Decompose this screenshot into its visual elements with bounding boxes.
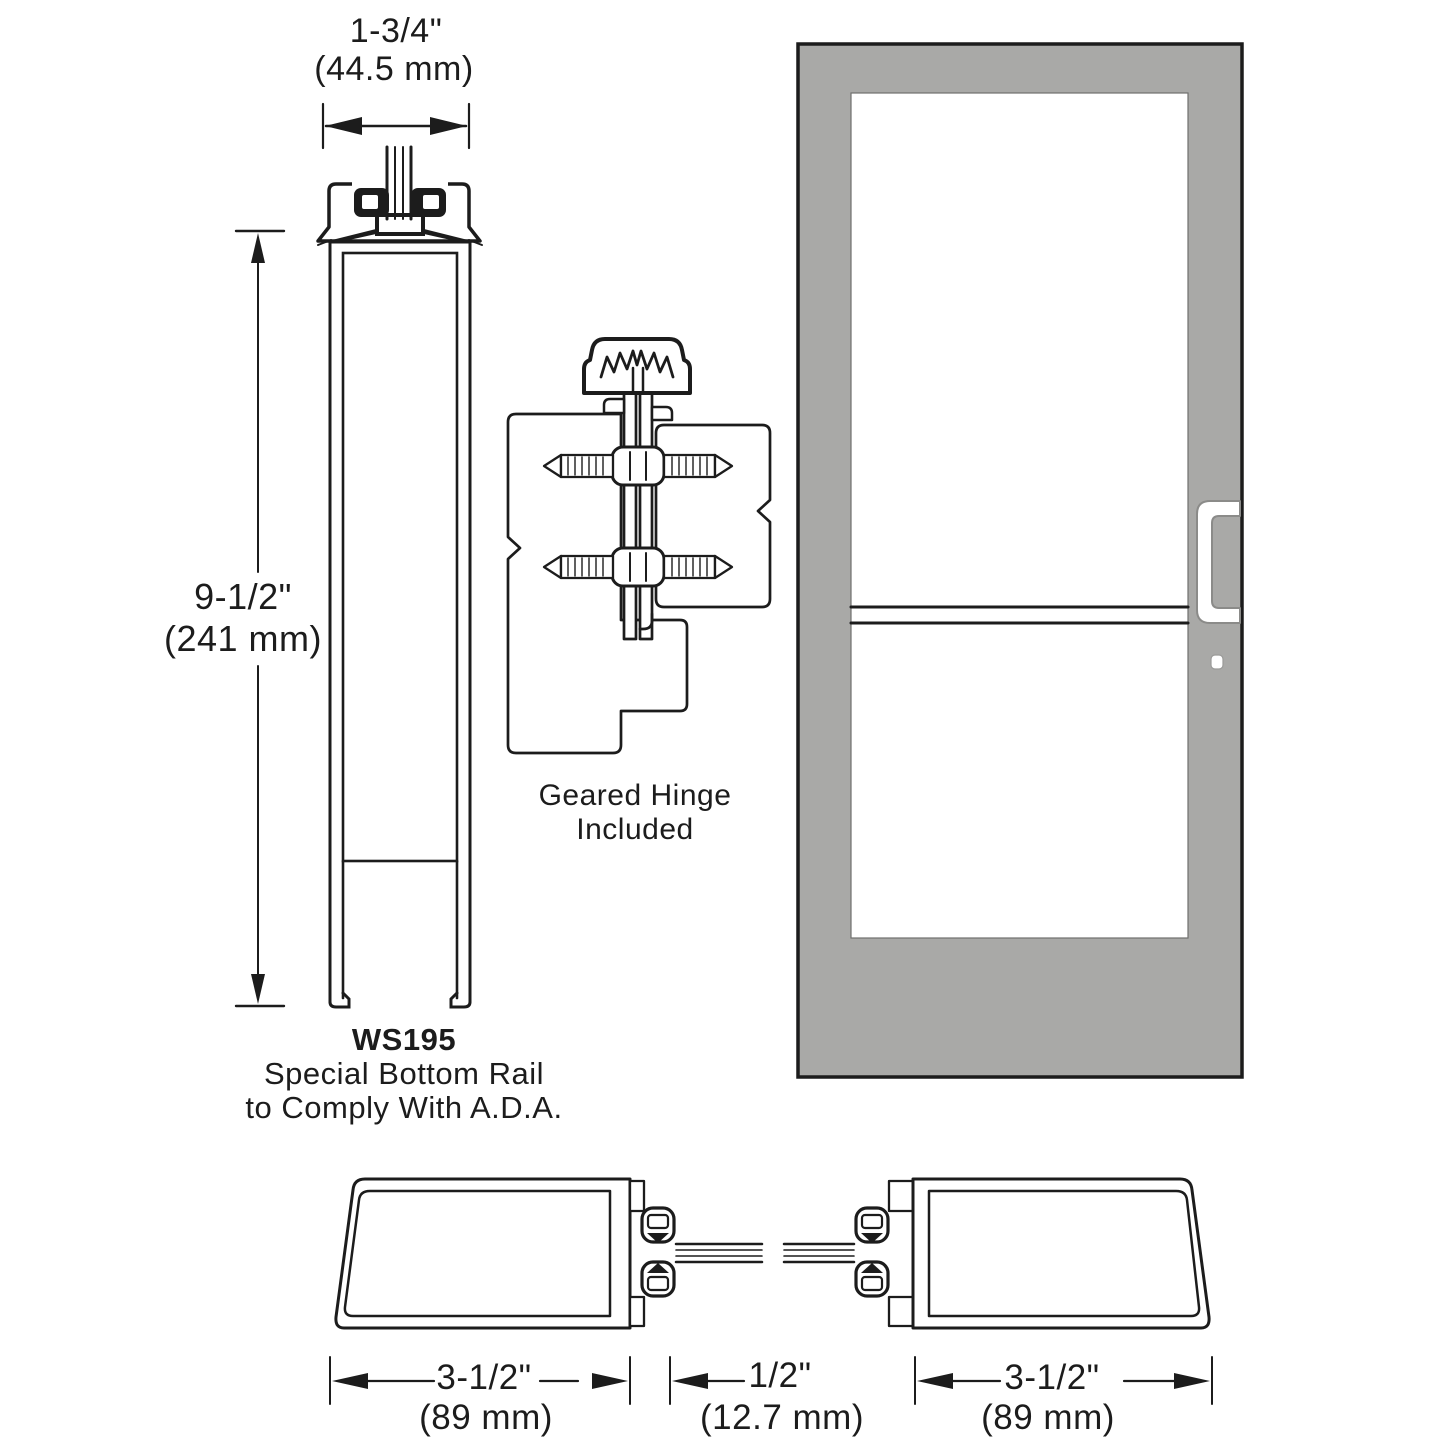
gear-teeth bbox=[599, 349, 675, 379]
glass-lines bbox=[385, 145, 413, 221]
glass-run bbox=[674, 1242, 856, 1264]
hinge-leaf-left bbox=[622, 384, 638, 641]
lock-cylinder-dot bbox=[1210, 654, 1224, 670]
hinge-caption-line1: Geared Hinge bbox=[538, 779, 732, 812]
left-stile-dim-inches: 3-1/2" bbox=[436, 1358, 532, 1397]
jamb-block bbox=[654, 423, 772, 609]
stile-dimensions bbox=[329, 1356, 1213, 1405]
bottom-rail-cross-section bbox=[316, 145, 483, 1009]
rail-note-line1: Special Bottom Rail bbox=[263, 1056, 545, 1091]
hinge-screws-row2 bbox=[542, 554, 734, 580]
arrow-up-icon bbox=[251, 233, 265, 263]
right-stile-tube bbox=[911, 1177, 1211, 1330]
hinge-leaf-right bbox=[638, 384, 654, 641]
right-stile-dim-mm: (89 mm) bbox=[981, 1398, 1115, 1437]
rail-height-dim-mm: (241 mm) bbox=[163, 618, 323, 659]
rail-height-dim-inches: 9-1/2" bbox=[194, 576, 292, 617]
arrow-left-icon bbox=[325, 117, 362, 135]
glass-dim-inches: 1/2" bbox=[748, 1356, 812, 1395]
rail-note-line2: to Comply With A.D.A. bbox=[245, 1090, 563, 1125]
stile-cross-section bbox=[334, 1177, 1211, 1330]
left-stile-tube bbox=[334, 1177, 632, 1330]
glass-dim-mm: (12.7 mm) bbox=[700, 1398, 864, 1437]
rail-width-dimension bbox=[321, 102, 471, 150]
door-pull-handle bbox=[1196, 500, 1241, 624]
left-stile-dim-mm: (89 mm) bbox=[419, 1398, 553, 1437]
hinge-screws-row1 bbox=[542, 453, 734, 479]
door-glass bbox=[850, 92, 1189, 939]
rail-height-dimension bbox=[234, 229, 286, 1008]
door-elevation bbox=[796, 42, 1244, 1079]
rail-width-dim-inches: 1-3/4" bbox=[349, 12, 443, 50]
hinge-caption-line2: Included bbox=[576, 813, 694, 846]
geared-hinge-cross-section bbox=[506, 337, 772, 755]
arrow-right-icon bbox=[430, 117, 467, 135]
arrow-down-icon bbox=[251, 974, 265, 1004]
door-stile-block bbox=[506, 412, 689, 755]
right-stile-dim-inches: 3-1/2" bbox=[1004, 1358, 1100, 1397]
rail-model-label: WS195 bbox=[351, 1022, 457, 1057]
rail-width-dim-mm: (44.5 mm) bbox=[314, 50, 474, 88]
setting-block bbox=[375, 213, 425, 236]
